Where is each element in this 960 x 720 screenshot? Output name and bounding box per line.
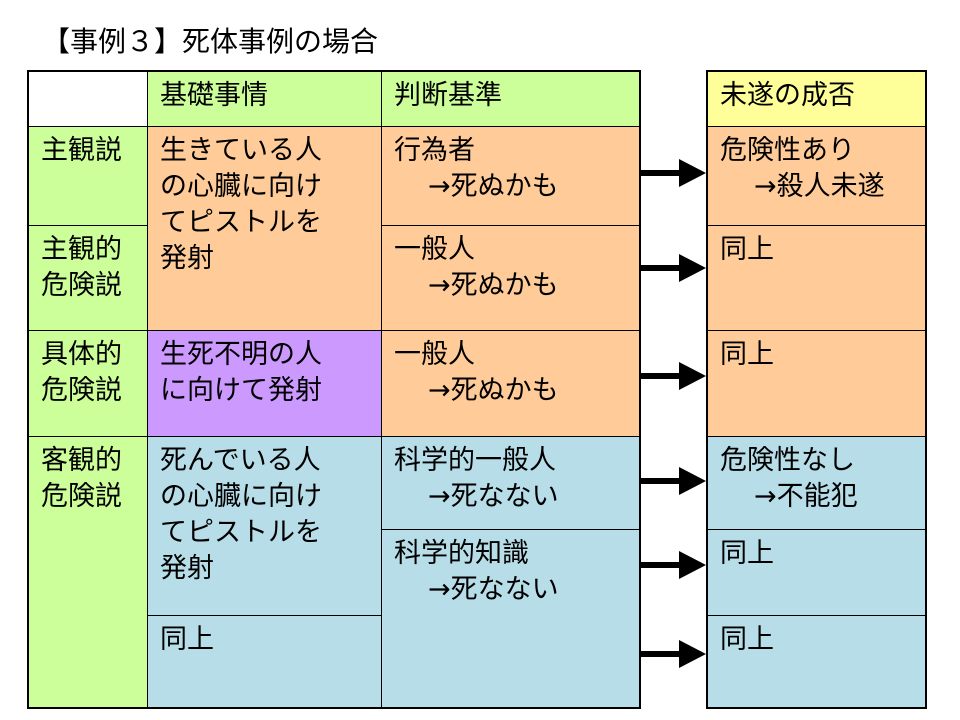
circumstance-dead-same: 同上 <box>147 615 382 708</box>
right-arrow-icon <box>641 159 706 187</box>
theory-objective-danger: 客観的危険説 <box>28 436 148 708</box>
result-4: 危険性なし→不能犯 <box>707 436 926 530</box>
right-arrow-icon <box>641 362 706 390</box>
circumstance-alive: 生きている人の心臓に向けてピストルを発射 <box>147 126 382 331</box>
header-result: 未遂の成否 <box>707 71 926 127</box>
header-corner <box>28 71 148 127</box>
criterion-ordinary-1: 一般人→死ぬかも <box>381 225 640 331</box>
right-arrow-icon <box>641 640 706 668</box>
theory-concrete-danger: 具体的危険説 <box>28 330 148 437</box>
right-arrow-icon <box>641 467 706 495</box>
right-arrow-icon <box>641 254 706 282</box>
header-criterion: 判断基準 <box>381 71 640 127</box>
criterion-scientific-ordinary: 科学的一般人→死なない <box>381 436 640 530</box>
circumstance-unknown: 生死不明の人に向けて発射 <box>147 330 382 437</box>
result-2: 同上 <box>707 225 926 331</box>
result-3: 同上 <box>707 330 926 437</box>
criterion-scientific-knowledge: 科学的知識→死なない <box>381 529 640 708</box>
result-1: 危険性あり→殺人未遂 <box>707 126 926 226</box>
result-5: 同上 <box>707 529 926 616</box>
criterion-actor: 行為者→死ぬかも <box>381 126 640 226</box>
criterion-ordinary-2: 一般人→死ぬかも <box>381 330 640 437</box>
right-arrow-icon <box>641 551 706 579</box>
theory-subjective-danger: 主観的危険説 <box>28 225 148 331</box>
page-title: 【事例３】死体事例の場合 <box>42 25 379 58</box>
result-6: 同上 <box>707 615 926 708</box>
circumstance-dead: 死んでいる人の心臓に向けてピストルを発射 <box>147 436 382 616</box>
